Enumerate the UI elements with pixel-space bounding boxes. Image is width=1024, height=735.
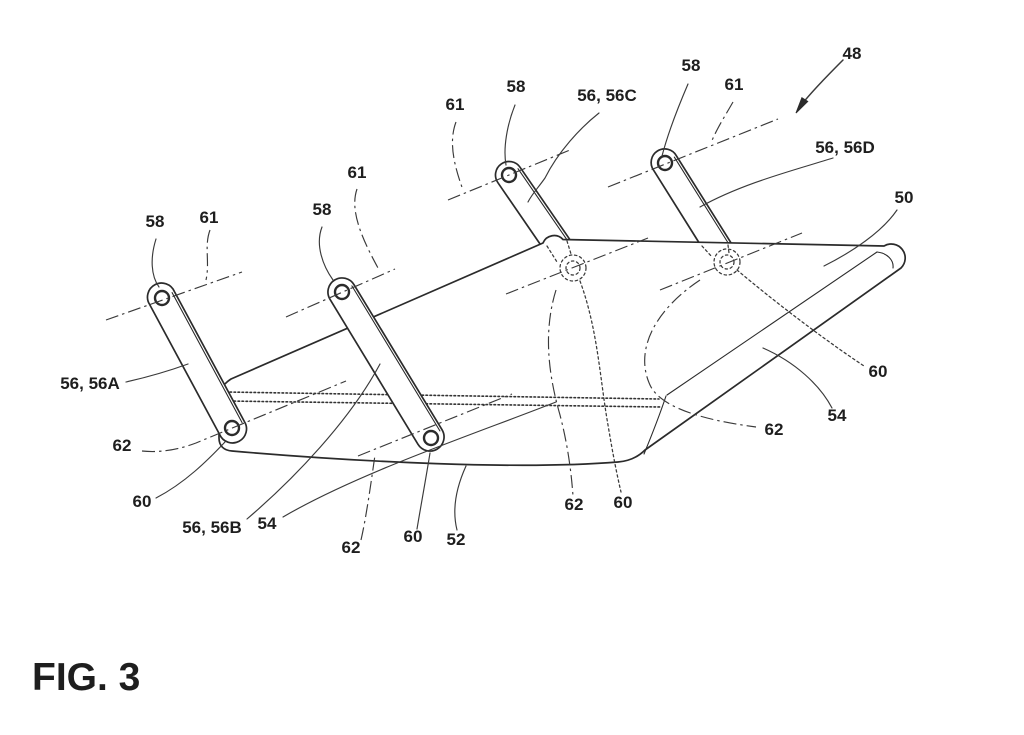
leader-60-link56c: [579, 280, 622, 493]
pivot-axes: [105, 101, 803, 541]
arrow-48-head: [795, 96, 809, 114]
axis-62-link56d: [659, 232, 803, 291]
pivot-hole-58-56c: [500, 166, 518, 184]
link-56a-body: [146, 282, 248, 444]
axis-62c-extension: [547, 289, 574, 497]
axis-62d-extension: [644, 279, 757, 428]
leader-52: [454, 465, 467, 531]
pivot-hole-60-56b: [422, 429, 440, 447]
axis-62-link56b: [357, 393, 513, 457]
ref-numeral-60: 60: [869, 362, 888, 381]
hidden-shaft-56c-stub-left: [546, 245, 558, 263]
ref-numeral-58: 58: [313, 200, 332, 219]
ref-numeral-61: 61: [348, 163, 367, 182]
pivot-hole-60-56a: [223, 419, 241, 437]
link-56b-thickness-line: [351, 285, 441, 432]
hidden-leaders: [579, 269, 865, 493]
leader-54-right: [762, 347, 833, 409]
link-56a: [146, 282, 248, 444]
leader-61-link56c: [451, 121, 464, 191]
ref-numeral-62: 62: [342, 538, 361, 557]
axis-62-link56a: [141, 380, 347, 453]
link-56b-body: [327, 277, 445, 452]
leader-61-link56b: [354, 188, 379, 269]
leader-58-link56c: [504, 104, 516, 166]
leader-62-link56b: [360, 454, 376, 541]
ref-numeral-58: 58: [682, 56, 701, 75]
axis-61-link56b: [285, 268, 396, 318]
reference-numerals: 48 50 56, 56D 58 61 56, 56C 58 61 61 58 61 58 56, 56…: [60, 44, 913, 557]
ref-numeral-62: 62: [113, 436, 132, 455]
ref-numeral-54: 54: [258, 514, 277, 533]
ref-numeral-62: 62: [765, 420, 784, 439]
hidden-pivot-56c-outer-circle: [559, 254, 587, 282]
leader-56d: [699, 157, 834, 208]
leader-56c: [527, 112, 600, 203]
hidden-shaft-56d-stub-left: [701, 245, 713, 258]
ref-numeral-50: 50: [895, 188, 914, 207]
ref-numeral-62: 62: [565, 495, 584, 514]
link-56c-thickness-line: [517, 168, 569, 242]
leader-61-link56a: [205, 229, 211, 281]
ref-numeral-61: 61: [725, 75, 744, 94]
ref-numeral-60: 60: [404, 527, 423, 546]
axis-62-link56c: [505, 237, 649, 295]
leader-61-link56d: [710, 101, 734, 144]
axis-61-link56d: [607, 118, 779, 188]
arrow-48-shaft: [801, 59, 844, 105]
ref-numeral-60: 60: [133, 492, 152, 511]
hidden-pivot-56d-hole: [719, 254, 735, 270]
ref-numeral-58: 58: [507, 77, 526, 96]
link-56c: [494, 160, 571, 246]
ref-numeral-61: 61: [446, 95, 465, 114]
pivot-hole-58-56b: [333, 283, 351, 301]
plate-tip-inner-arc: [876, 251, 894, 269]
ref-numeral-56-56d: 56, 56D: [815, 138, 875, 157]
ref-numeral-58: 58: [146, 212, 165, 231]
ref-numeral-56-56b: 56, 56B: [182, 518, 242, 537]
ref-numeral-48: 48: [843, 44, 862, 63]
link-56a-thickness-line: [171, 292, 243, 424]
plate-bend-seam-lower: [225, 400, 662, 408]
leader-56a: [125, 363, 189, 383]
assembly-arrow-48: [795, 59, 844, 114]
link-56b: [327, 277, 445, 452]
pivot-hole-58-56d: [656, 154, 674, 172]
hidden-pivot-56d: [701, 244, 741, 276]
pivot-hole-58-56a: [153, 289, 171, 307]
hidden-pivot-56d-outer-circle: [713, 248, 741, 276]
leader-54-left: [282, 401, 557, 518]
leader-58-link56a: [151, 238, 160, 288]
leader-60-link56a: [155, 441, 226, 499]
ref-numeral-52: 52: [447, 530, 466, 549]
link-56d: [650, 148, 732, 245]
hidden-shaft-56c-stub-right: [566, 240, 572, 255]
solid-leaders: [125, 83, 898, 531]
plate-bend-seam-upper: [225, 391, 660, 400]
hidden-pivot-56c-hole: [565, 260, 581, 276]
leader-56b: [246, 363, 381, 520]
leader-58-link56b: [318, 226, 334, 281]
hidden-pivot-56c: [546, 240, 587, 282]
hidden-shaft-56d-stub-right: [727, 244, 730, 254]
axis-61-link56c: [447, 149, 571, 201]
axis-61-link56a: [105, 271, 243, 321]
ref-numeral-54: 54: [828, 406, 847, 425]
link-56c-body: [494, 160, 571, 246]
leader-58-link56d: [661, 83, 689, 157]
link-56d-thickness-line: [673, 156, 730, 245]
ref-numeral-61: 61: [200, 208, 219, 227]
leader-60-link56d: [736, 269, 865, 367]
deflector-plate: [218, 234, 907, 467]
ref-numeral-60: 60: [614, 493, 633, 512]
plate-edge-inner-line: [666, 251, 878, 396]
leader-50: [823, 209, 898, 267]
ref-numeral-56-56a: 56, 56A: [60, 374, 120, 393]
leader-60-link56b: [416, 452, 431, 530]
ref-numeral-56-56c: 56, 56C: [577, 86, 637, 105]
figure-caption: FIG. 3: [32, 656, 140, 699]
link-56d-body: [650, 148, 732, 244]
plate-outline: [218, 234, 907, 467]
